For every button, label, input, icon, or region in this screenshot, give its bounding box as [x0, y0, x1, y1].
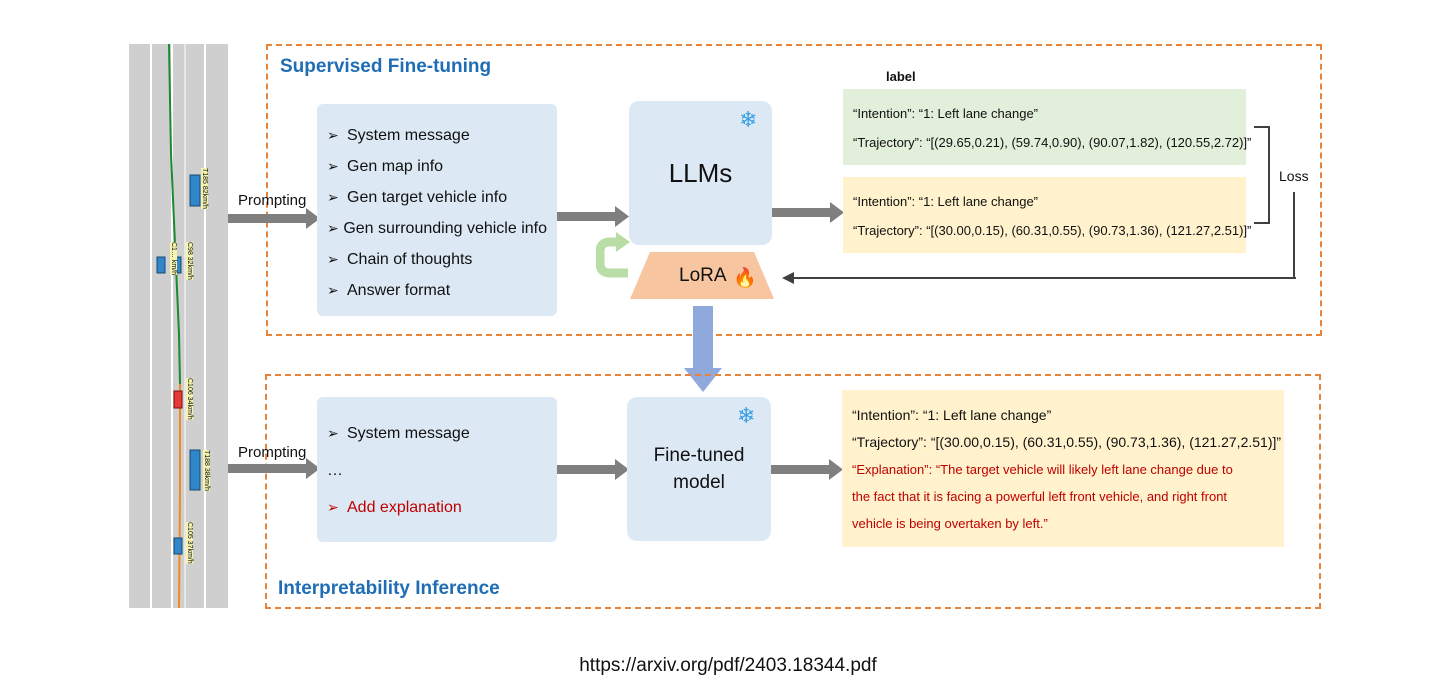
prompt-item: ➢Gen surrounding vehicle info	[327, 213, 547, 244]
snowflake-icon: ❄	[737, 403, 756, 428]
pred-trajectory: “Trajectory”: “[(30.00,0.15), (60.31,0.5…	[853, 223, 1252, 238]
label-intention: “Intention”: “1: Left lane change”	[853, 106, 1039, 121]
vehicle-c105	[173, 537, 183, 555]
inference-output-box: “Intention”: “1: Left lane change” “Traj…	[842, 390, 1284, 547]
out-trajectory: “Trajectory”: “[(30.00,0.15), (60.31,0.5…	[852, 434, 1282, 450]
label-trajectory: “Trajectory”: “[(29.65,0.21), (59.74,0.9…	[853, 135, 1252, 150]
vehicle-t185	[189, 174, 201, 207]
prompt-to-llm-arrow	[557, 206, 629, 227]
prompt-item: ➢Gen target vehicle info	[327, 182, 547, 213]
finetuned-label-line2: model	[673, 472, 725, 493]
sft-prompt-arrow	[228, 208, 320, 229]
vehicle-t188	[189, 449, 201, 491]
arrow-bullet-icon: ➢	[327, 189, 339, 205]
inference-prompt-arrow	[228, 458, 320, 479]
label-box: “Intention”: “1: Left lane change” “Traj…	[843, 89, 1252, 165]
inference-prompt-box: ➢System message … ➢Add explanation	[317, 397, 557, 542]
out-explanation-line1: “Explanation”: “The target vehicle will …	[852, 462, 1233, 477]
prompt-item: ➢Gen map info	[327, 151, 547, 182]
llm-to-pred-arrow	[772, 202, 844, 223]
arrow-bullet-icon: ➢	[327, 127, 339, 143]
source-url: https://arxiv.org/pdf/2403.18344.pdf	[579, 655, 877, 676]
prompt-to-finetuned-arrow	[557, 459, 629, 480]
vehicle-label-c1: C1… km/h	[170, 242, 177, 276]
vehicle-label-t185: T185 82km/h	[201, 168, 208, 209]
sft-prompting-label: Prompting	[238, 192, 307, 209]
prompt-item: ➢System message	[327, 120, 547, 151]
lora-trapezoid	[630, 252, 774, 299]
road-illustration	[129, 43, 228, 609]
out-intention: “Intention”: “1: Left lane change”	[852, 407, 1052, 423]
sft-section	[266, 44, 1322, 336]
pred-intention: “Intention”: “1: Left lane change”	[853, 194, 1039, 209]
vehicle-label-c105: C105 37km/h	[186, 522, 193, 564]
prompt-item: …	[327, 462, 343, 479]
lora-label: LoRA	[679, 265, 727, 286]
recycle-arrow-icon	[596, 232, 630, 278]
prompt-item: ➢System message	[327, 415, 547, 452]
arrow-bullet-icon: ➢	[327, 158, 339, 174]
vehicle-label-t188: T188 38km/h	[203, 450, 210, 491]
inference-prompting-label: Prompting	[238, 444, 307, 461]
arrow-bullet-icon: ➢	[327, 220, 339, 236]
inference-section	[265, 374, 1321, 609]
sft-title: Supervised Fine-tuning	[280, 56, 492, 77]
fire-icon: 🔥	[733, 268, 757, 289]
snowflake-icon: ❄	[739, 107, 758, 132]
vehicle-label-c106: C106 34km/h	[186, 378, 193, 420]
finetuned-to-output-arrow	[771, 459, 843, 480]
llm-label: LLMs	[668, 157, 733, 188]
prediction-box: “Intention”: “1: Left lane change” “Traj…	[843, 177, 1252, 253]
llm-box: LLMs	[629, 101, 772, 245]
future-trajectory	[178, 384, 181, 609]
prompt-item: ➢Chain of thoughts	[327, 244, 547, 275]
loss-bracket	[1254, 126, 1295, 278]
out-explanation-line3: vehicle is being overtaken by left.”	[852, 516, 1048, 531]
vehicle-c1	[156, 256, 166, 274]
inference-title: Interpretability Inference	[278, 578, 500, 599]
sft-prompt-box: ➢System message ➢Gen map info ➢Gen targe…	[317, 104, 557, 316]
vehicle-label-c98: C98 32km/h	[186, 242, 193, 280]
out-explanation-line2: the fact that it is facing a powerful le…	[852, 489, 1228, 504]
arrow-bullet-icon: ➢	[327, 251, 339, 267]
finetuned-label-line1: Fine-tuned	[653, 445, 745, 466]
arrow-bullet-icon: ➢	[327, 499, 339, 515]
loss-feedback-arrow	[782, 272, 1296, 284]
prompt-item: ➢Add explanation	[327, 489, 547, 526]
arrow-bullet-icon: ➢	[327, 425, 339, 441]
arrow-bullet-icon: ➢	[327, 282, 339, 298]
loss-label: Loss	[1279, 168, 1309, 184]
prompt-item: ➢Answer format	[327, 275, 547, 306]
finetuned-model-box: Fine-tuned model	[627, 397, 771, 541]
label-header: label	[886, 69, 916, 84]
vehicle-c106-target	[173, 390, 183, 409]
road-scene: T185 82km/h C98 32km/h C1… km/h C106 34k…	[129, 43, 228, 609]
